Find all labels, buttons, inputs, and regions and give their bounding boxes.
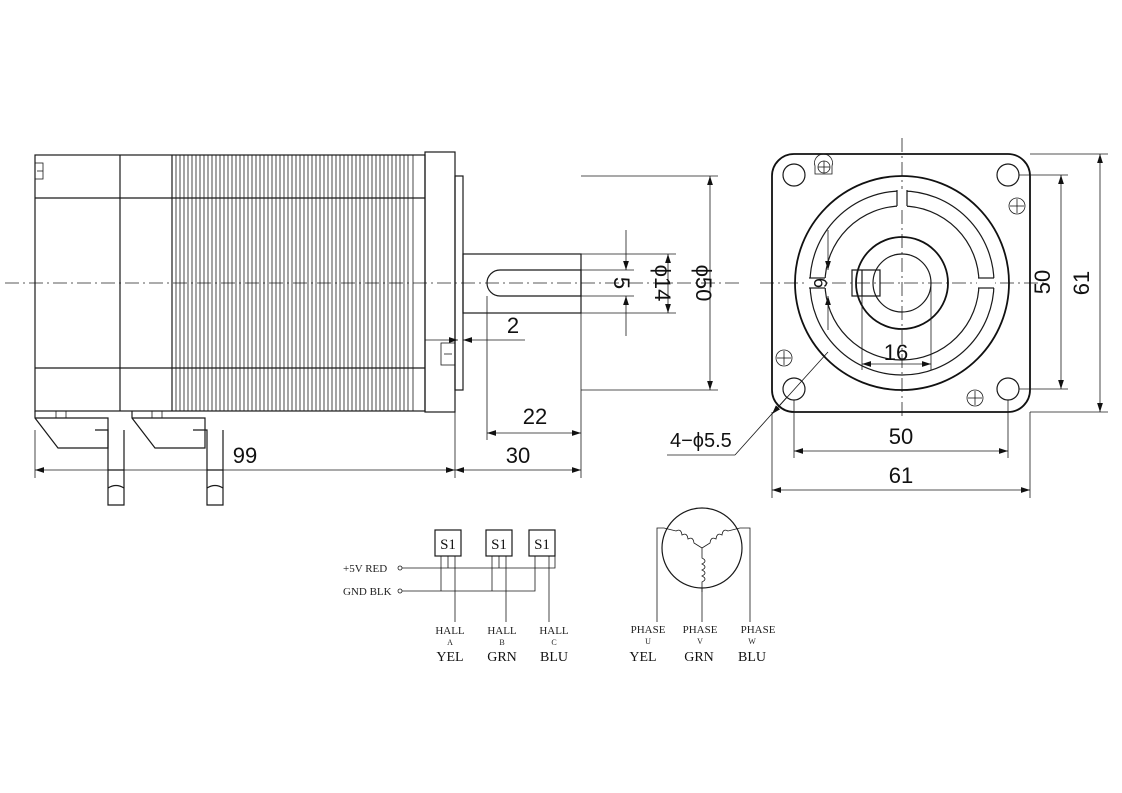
dim-flange-width-v: 61 bbox=[1069, 271, 1094, 295]
dim-key-width: 5 bbox=[609, 277, 634, 289]
motor-shaft bbox=[462, 253, 582, 314]
pilot-outer-circle bbox=[794, 175, 1010, 391]
phase-w-name: PHASE bbox=[741, 624, 776, 636]
mount-hole-br bbox=[996, 377, 1020, 401]
hall-sensor-c bbox=[528, 529, 556, 557]
dim-shaft-length: 30 bbox=[506, 443, 530, 468]
phase-v-name: PHASE bbox=[683, 624, 718, 636]
dim-hole-spacing-v: 50 bbox=[1030, 270, 1055, 294]
front-key-slot bbox=[851, 269, 881, 297]
winding-v bbox=[701, 548, 706, 592]
hall-sensor-b-label: S1 bbox=[491, 537, 507, 553]
phase-u-sub: U bbox=[645, 637, 651, 646]
phase-u-name: PHASE bbox=[631, 624, 666, 636]
cooling-fins bbox=[175, 155, 409, 411]
ground-wire bbox=[402, 556, 536, 592]
screw-icon bbox=[814, 153, 833, 175]
dim-key-length: 22 bbox=[523, 404, 547, 429]
mount-hole-tl bbox=[782, 163, 806, 187]
hall-a-name: HALL bbox=[435, 625, 465, 637]
screw-icon bbox=[775, 349, 793, 367]
connector-right bbox=[131, 410, 224, 506]
hall-c-name: HALL bbox=[539, 625, 569, 637]
supply-wire bbox=[402, 556, 556, 569]
phase-winding-circuit: PHASE U YEL PHASE V GRN PHASE W BLU bbox=[629, 507, 776, 665]
hall-b-sub: B bbox=[499, 638, 504, 647]
ground-label: GND BLK bbox=[343, 586, 392, 598]
shaft-key bbox=[486, 269, 582, 297]
front-flange bbox=[424, 151, 456, 413]
mount-hole-leader bbox=[771, 351, 829, 415]
winding-w bbox=[701, 527, 741, 549]
phase-v-color: GRN bbox=[684, 650, 714, 665]
connector-left bbox=[34, 410, 125, 506]
hall-c-sub: C bbox=[551, 638, 556, 647]
dim-mount-holes: 4−ϕ5.5 bbox=[670, 430, 732, 452]
supply-label: +5V RED bbox=[343, 563, 387, 575]
winding-u bbox=[663, 527, 703, 549]
hall-a-color: YEL bbox=[436, 650, 463, 665]
hall-b-color: GRN bbox=[487, 650, 517, 665]
dim-hole-spacing-h: 50 bbox=[889, 424, 913, 449]
dim-key-height: 6 bbox=[810, 278, 830, 288]
hall-c-color: BLU bbox=[540, 650, 568, 665]
phase-w-sub: W bbox=[748, 637, 756, 646]
lead-w bbox=[740, 527, 751, 622]
dim-shaft-diameter: ϕ14 bbox=[650, 265, 675, 302]
dim-pilot-diameter: ϕ50 bbox=[691, 265, 716, 302]
dim-shaft-flat: 16 bbox=[884, 340, 908, 365]
phase-v-sub: V bbox=[697, 637, 703, 646]
front-flange-square bbox=[771, 153, 1031, 413]
mount-hole-tr bbox=[996, 163, 1020, 187]
hall-sensor-circuit: +5V RED GND BLK S1 S1 S1 HALL A YEL HALL… bbox=[343, 529, 569, 665]
screw-icon bbox=[966, 389, 984, 407]
phase-u-color: YEL bbox=[629, 650, 656, 665]
phase-w-color: BLU bbox=[738, 650, 766, 665]
hall-a-sub: A bbox=[447, 638, 453, 647]
front-view: 6 16 50 61 50 61 4−ϕ5.5 bbox=[667, 138, 1108, 498]
hall-sensor-a-label: S1 bbox=[440, 537, 456, 553]
side-view: 99 30 22 2 5 ϕ14 ϕ50 bbox=[5, 151, 740, 506]
hall-sensor-c-label: S1 bbox=[534, 537, 550, 553]
hall-b-name: HALL bbox=[487, 625, 517, 637]
lead-u bbox=[656, 527, 664, 622]
dim-total-length: 99 bbox=[233, 443, 257, 468]
dim-flange-width-h: 61 bbox=[889, 463, 913, 488]
screw-icon bbox=[1008, 197, 1026, 215]
shaft-boss-circle bbox=[855, 236, 949, 330]
dim-flange-gap: 2 bbox=[507, 313, 519, 338]
